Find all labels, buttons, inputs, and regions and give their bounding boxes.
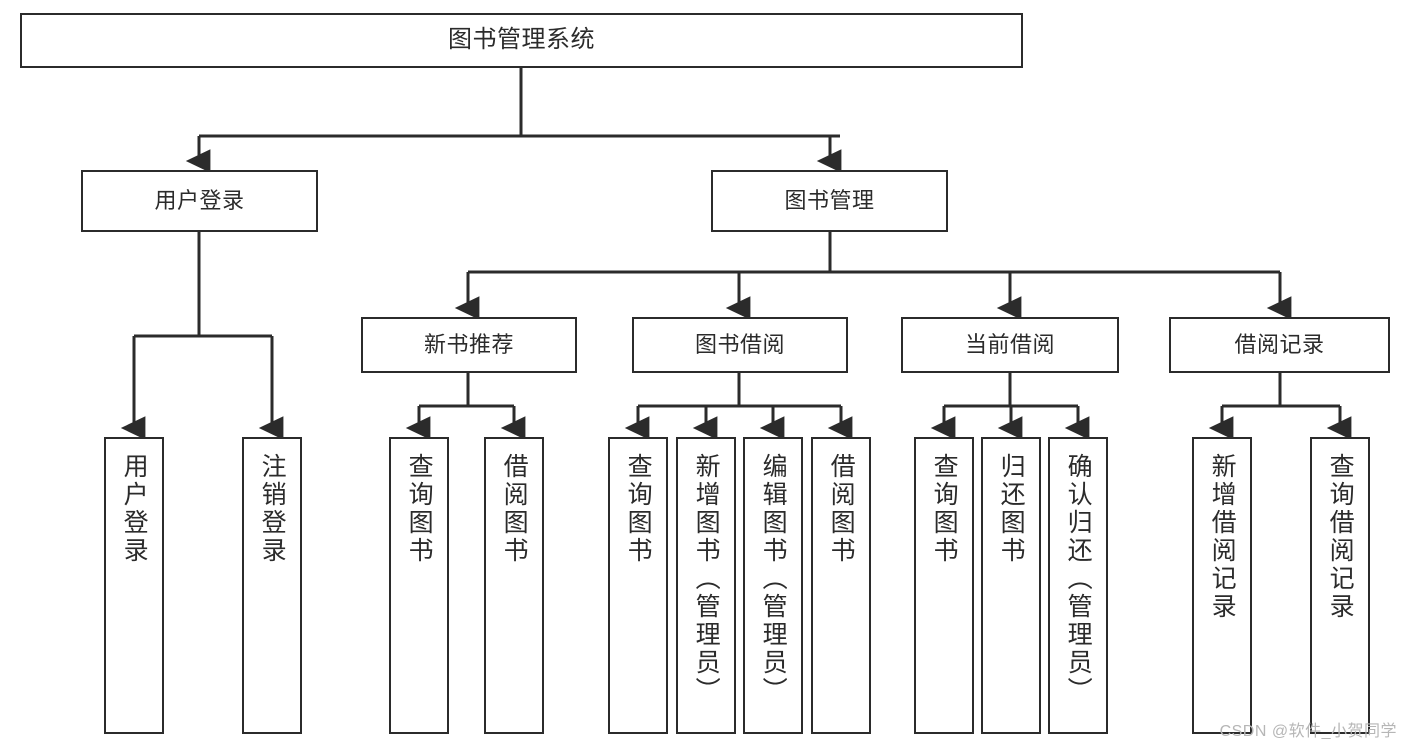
- node-leaf-current-borrow-return[interactable]: 归还图书: [981, 437, 1041, 734]
- node-borrow-record[interactable]: 借阅记录: [1169, 317, 1390, 373]
- node-leaf-label: 查询图书: [930, 453, 959, 565]
- node-leaf-user-login-signout[interactable]: 注销登录: [242, 437, 302, 734]
- node-leaf-label: 确认归还（管理员）: [1064, 453, 1093, 705]
- node-leaf-label: 查询借阅记录: [1326, 453, 1355, 621]
- node-current-borrow-label: 当前借阅: [964, 332, 1055, 358]
- node-new-book-recommend-label: 新书推荐: [423, 332, 514, 358]
- node-leaf-label: 查询图书: [405, 453, 434, 565]
- node-leaf-new-book-query[interactable]: 查询图书: [389, 437, 449, 734]
- node-new-book-recommend[interactable]: 新书推荐: [361, 317, 577, 373]
- node-leaf-label: 编辑图书（管理员）: [759, 453, 788, 705]
- node-leaf-current-borrow-confirm[interactable]: 确认归还（管理员）: [1048, 437, 1108, 734]
- node-book-management-label: 图书管理: [784, 188, 875, 214]
- watermark-text: CSDN @软件_小贺同学: [1219, 723, 1397, 740]
- node-user-login[interactable]: 用户登录: [81, 170, 318, 232]
- node-leaf-book-borrow-edit[interactable]: 编辑图书（管理员）: [743, 437, 803, 734]
- node-book-management[interactable]: 图书管理: [711, 170, 948, 232]
- node-book-borrow-label: 图书借阅: [694, 332, 785, 358]
- node-leaf-label: 新增图书（管理员）: [692, 453, 721, 705]
- node-leaf-book-borrow-add[interactable]: 新增图书（管理员）: [676, 437, 736, 734]
- node-root-label: 图书管理系统: [448, 26, 595, 54]
- node-leaf-label: 新增借阅记录: [1208, 453, 1237, 621]
- node-user-login-label: 用户登录: [154, 188, 245, 214]
- node-leaf-new-book-borrow[interactable]: 借阅图书: [484, 437, 544, 734]
- node-leaf-label: 注销登录: [258, 453, 287, 565]
- node-leaf-label: 借阅图书: [827, 453, 856, 565]
- node-leaf-book-borrow-lend[interactable]: 借阅图书: [811, 437, 871, 734]
- node-book-borrow[interactable]: 图书借阅: [632, 317, 848, 373]
- node-leaf-current-borrow-query[interactable]: 查询图书: [914, 437, 974, 734]
- node-leaf-label: 查询图书: [624, 453, 653, 565]
- node-leaf-borrow-record-add[interactable]: 新增借阅记录: [1192, 437, 1252, 734]
- node-leaf-borrow-record-query[interactable]: 查询借阅记录: [1310, 437, 1370, 734]
- node-leaf-label: 归还图书: [997, 453, 1026, 565]
- node-leaf-user-login-signin[interactable]: 用户登录: [104, 437, 164, 734]
- node-root[interactable]: 图书管理系统: [20, 13, 1023, 68]
- node-current-borrow[interactable]: 当前借阅: [901, 317, 1119, 373]
- node-leaf-label: 用户登录: [120, 453, 149, 565]
- node-leaf-label: 借阅图书: [500, 453, 529, 565]
- node-borrow-record-label: 借阅记录: [1234, 332, 1325, 358]
- node-leaf-book-borrow-query[interactable]: 查询图书: [608, 437, 668, 734]
